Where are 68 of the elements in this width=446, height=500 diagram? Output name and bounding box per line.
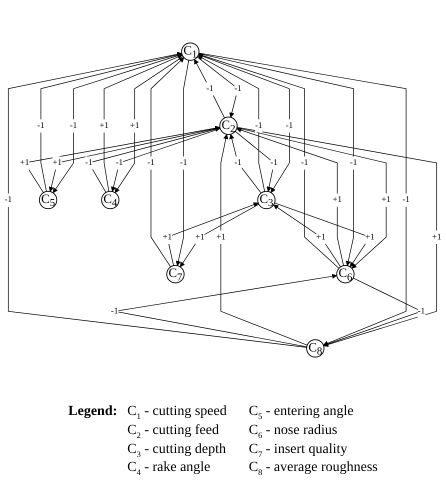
legend-entry: C$_{1}$ - cutting speed [127,404,227,421]
edge-label: -1 [206,84,214,94]
edge-label: -1 [255,121,262,130]
edge-label: -1 [350,158,358,168]
edge-label: -1 [4,195,12,205]
legend-heading: Legend: [68,404,118,420]
edge-label: -1 [110,306,118,316]
edge-label: +1 [316,232,326,242]
edge-label: -1 [85,158,92,168]
edge-label: -1 [234,158,242,168]
arrow [176,60,190,266]
node-circle: C$_{6}$ [336,265,355,284]
edge-label: -1 [301,158,308,168]
edge-label: +1 [332,195,342,205]
edge-label: -1 [402,195,410,205]
arrow [273,204,341,268]
node-circle: C$_{1}$ [181,42,200,61]
edge-label: +1 [52,158,62,168]
node-circle: C$_{8}$ [306,339,324,358]
edge-label: -1 [37,121,45,130]
arrow [194,59,225,118]
arrow [196,56,238,118]
arrow [198,56,266,192]
arrow [48,127,220,192]
edge-label: +1 [195,232,205,242]
legend-entry: C$_{5}$ - entering angle [248,404,355,421]
node-circle: C$_{3}$ [257,190,276,210]
legend-entry: C$_{8}$ - average roughness [248,460,378,478]
edge-label: -1 [270,158,278,168]
edge-label: -1 [70,121,78,130]
edge-label: -1 [116,158,124,168]
arrow [8,52,308,348]
legend-entry: C$_{3}$ - cutting depth [127,442,227,458]
arrow [180,204,260,268]
node-circle: C$_{4}$ [101,190,120,210]
arrow [166,202,258,266]
legend-entry: C$_{2}$ - cutting feed [127,422,220,440]
edge-label: +1 [382,195,391,205]
arrow [104,54,183,192]
legend-entry: C$_{6}$ - nose radius [248,422,338,440]
arrow [198,52,406,346]
legend-entry: C$_{4}$ - rake angle [127,460,212,478]
edge-label: +1 [365,232,375,242]
arrow [110,128,221,192]
edge-label: -1 [180,158,188,168]
edge-label: +1 [162,232,172,242]
edge-label: +1 [99,121,109,130]
edge-label: -1 [147,158,155,168]
node-circle: C$_{5}$ [38,190,58,210]
arrow [236,128,344,266]
arrow [114,56,184,193]
arrow [236,127,387,269]
edge-label: +1 [20,158,30,168]
edge-label: +1 [432,232,442,242]
edge-label: -1 [286,121,293,130]
arrow [229,134,262,194]
node-circle: C$_{7}$ [166,265,185,284]
arrow [198,54,290,193]
arrow [220,134,308,346]
arrow [234,130,274,192]
edge-label: -1 [418,306,426,316]
arrow [150,57,184,268]
arrow [236,126,438,347]
edge-label: +1 [216,232,226,242]
edge-label: -1 [234,84,242,94]
node-circle: C$_{2}$ [219,116,238,135]
edge-label: +1 [130,121,140,130]
legend-entry: C$_{7}$ - insert quality [248,442,348,458]
